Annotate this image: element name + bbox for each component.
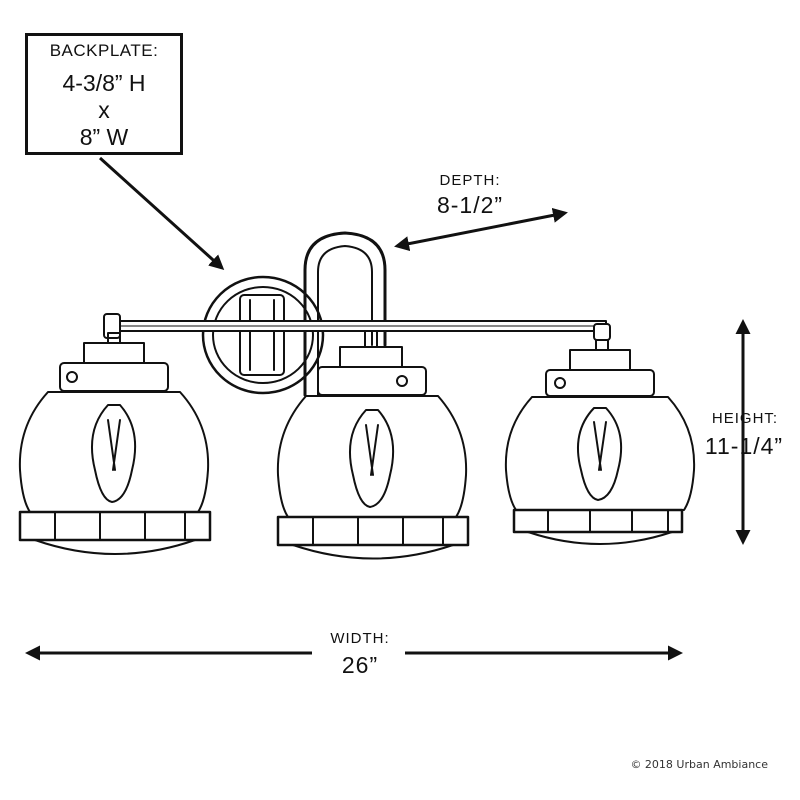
backplate-callout: BACKPLATE: 4-3/8” H x 8” W bbox=[25, 33, 183, 155]
lamp-center bbox=[276, 330, 470, 560]
height-label: HEIGHT: bbox=[711, 410, 779, 427]
backplate-width-value: 8” W bbox=[79, 124, 129, 150]
backplate-pointer-arrow bbox=[98, 156, 225, 271]
copyright-text: © 2018 Urban Ambiance bbox=[630, 758, 768, 771]
backplate-label: BACKPLATE: bbox=[49, 41, 159, 60]
backplate-separator: x bbox=[98, 97, 110, 123]
vanity-light-fixture-illustration bbox=[18, 231, 696, 560]
depth-arrow bbox=[394, 207, 568, 252]
lamp-left bbox=[18, 332, 212, 555]
depth-label: DEPTH: bbox=[439, 172, 501, 189]
width-label: WIDTH: bbox=[330, 630, 390, 647]
height-value: 11-1/4” bbox=[704, 433, 784, 459]
width-value: 26” bbox=[341, 652, 379, 678]
arch-arm bbox=[303, 231, 387, 397]
horizontal-bar bbox=[103, 313, 611, 341]
lamp-right bbox=[504, 339, 696, 545]
backplate-shape bbox=[201, 275, 325, 395]
backplate-height-value: 4-3/8” H bbox=[62, 70, 146, 96]
depth-value: 8-1/2” bbox=[436, 192, 504, 218]
